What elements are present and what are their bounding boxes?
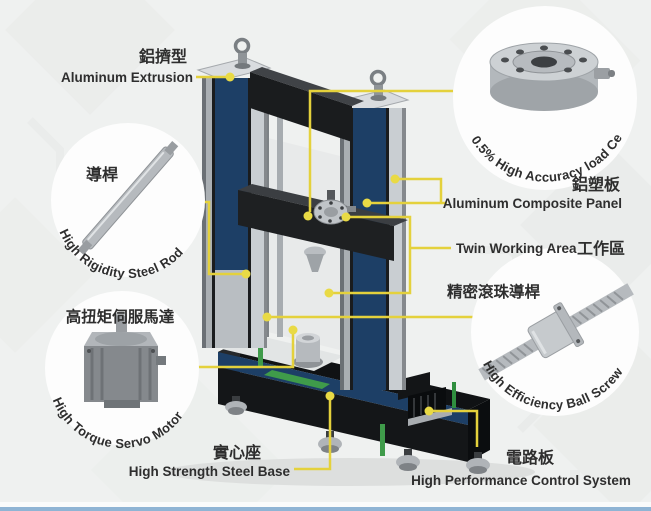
label-composite-panel-zh: 鋁塑板 [572, 175, 621, 194]
label-steel-rod-zh: 導桿 [86, 165, 118, 184]
label-composite-panel-en: Aluminum Composite Panel [443, 196, 622, 211]
text-labels: 鋁擠型 Aluminum Extrusion 鋁塑板 Aluminum Comp… [61, 47, 631, 488]
machine-illustration [165, 37, 535, 486]
leader-steel-base [294, 398, 332, 471]
steel-rod-detail: 導桿 High Rigidity Steel Rod [51, 123, 205, 281]
upper-grip [304, 246, 326, 272]
servo-motor-detail: 高扭矩伺服馬達 High Torque Servo Motor [45, 291, 199, 451]
label-servo-motor-zh: 高扭矩伺服馬達 [66, 307, 175, 326]
label-steel-base-en: High Strength Steel Base [129, 464, 291, 479]
servo-motor-image [84, 311, 166, 408]
top-crossbeam [250, 67, 364, 142]
right-eyebolt [369, 69, 387, 101]
label-working-area-zh: 工作區 [577, 239, 625, 258]
label-aluminum-extrusion-zh: 鋁擠型 [139, 47, 187, 66]
label-ball-screw-zh: 精密滾珠導桿 [447, 282, 541, 301]
moving-crosshead [238, 184, 408, 272]
left-eyebolt [233, 37, 251, 69]
label-working-area-en: Twin Working Area [456, 241, 577, 256]
label-control-system-zh: 電路板 [506, 448, 555, 467]
machine-load-cell [313, 190, 356, 225]
leader-composite-panel-a [396, 177, 443, 202]
bottom-blue-bar [0, 507, 651, 511]
leader-load-cell [308, 89, 453, 212]
leader-control-system [431, 409, 479, 447]
ball-screw-image [478, 283, 634, 381]
leader-lines [196, 75, 479, 471]
label-steel-base-zh: 實心座 [213, 443, 261, 462]
leader-dots [225, 72, 434, 416]
leader-servo-motor [196, 333, 295, 369]
label-control-system-en: High Performance Control System [411, 473, 631, 488]
bottom-white-strip [0, 502, 651, 507]
machine-shadow [165, 458, 535, 486]
steel-rod-image [77, 141, 179, 255]
ball-screw-detail: High Efficiency Ball Screw [471, 248, 639, 416]
label-aluminum-extrusion-en: Aluminum Extrusion [61, 70, 193, 85]
lower-grip-fixture [293, 333, 323, 368]
leader-working-area-bracket [331, 215, 412, 295]
load-cell-image [489, 42, 615, 111]
